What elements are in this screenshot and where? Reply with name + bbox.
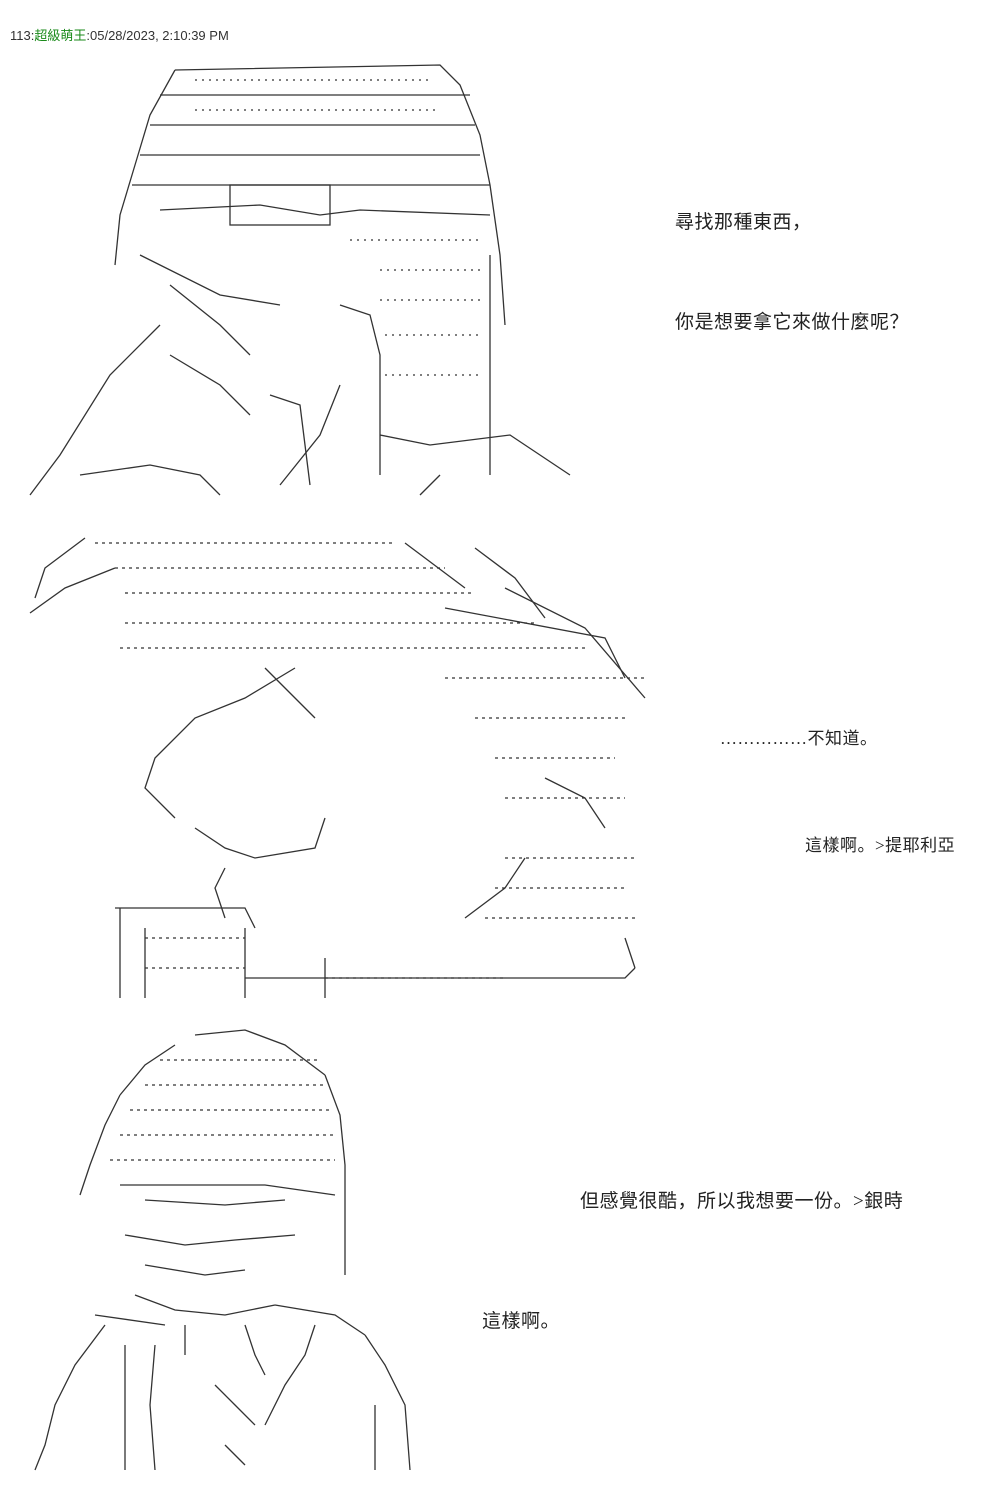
ascii-art-figure-glasses bbox=[20, 55, 580, 505]
author-name: 超級萌王 bbox=[34, 28, 87, 43]
ascii-art-figure-silver-hair bbox=[25, 1025, 425, 1475]
post-header: 113:超級萌王:05/28/2023, 2:10:39 PM bbox=[10, 28, 229, 43]
panel-1-line-2: 你是想要拿它來做什麼呢？ bbox=[675, 312, 910, 333]
panel-3-line-2: 這樣啊。 bbox=[482, 1311, 561, 1332]
panel-1-line-1: 尋找那種東西， bbox=[675, 212, 812, 233]
panel-2-line-1: ……………不知道。 bbox=[720, 729, 878, 748]
post-number: 113 bbox=[10, 28, 31, 43]
ascii-art-figure-reclining bbox=[25, 528, 665, 1008]
panel-3-line-1: 但感覺很酷，所以我想要一份。>銀時 bbox=[580, 1191, 904, 1212]
panel-2-line-2: 這樣啊。>提耶利亞 bbox=[805, 836, 956, 855]
post-timestamp: 05/28/2023, 2:10:39 PM bbox=[90, 28, 229, 43]
